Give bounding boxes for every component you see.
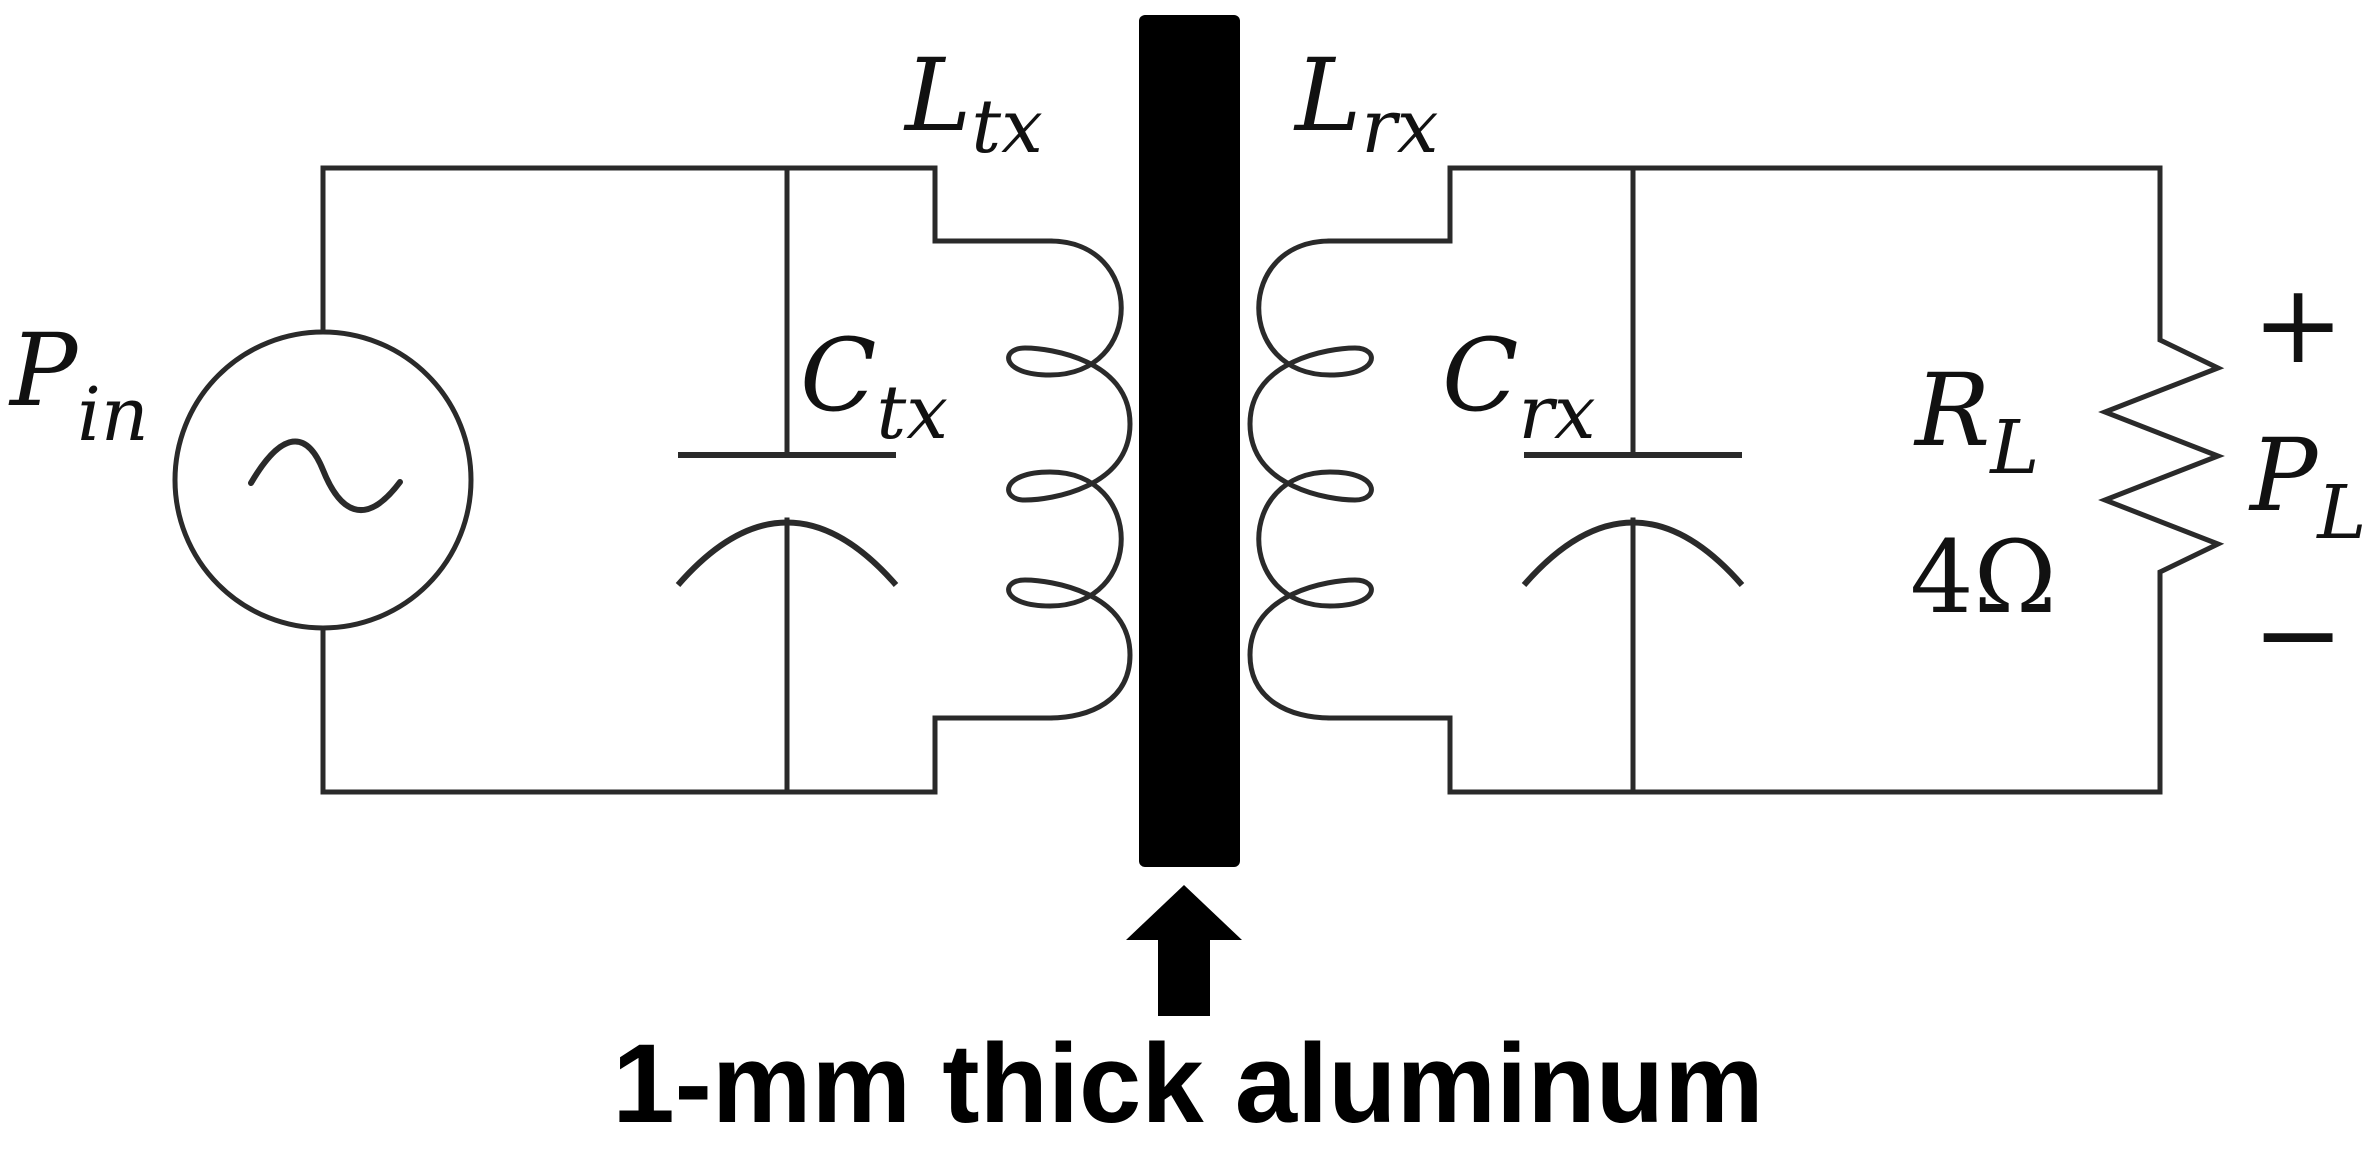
cap-rx-label: Crx xyxy=(1442,317,1596,456)
load-value: 4Ω xyxy=(1910,519,2057,636)
tx-bottom-wire xyxy=(320,627,1053,795)
ac-source-icon xyxy=(172,329,474,631)
inductor-icon xyxy=(1006,238,1133,721)
output-minus: − xyxy=(2252,570,2344,698)
capacitor-icon xyxy=(675,452,899,587)
resistor-icon xyxy=(2098,277,2225,613)
capacitor-icon xyxy=(1521,452,1745,587)
cap-tx-label: Ctx xyxy=(800,317,948,456)
inductor-icon xyxy=(1247,238,1374,721)
ind-rx-label: Lrx xyxy=(1293,37,1439,170)
rx-top-wire xyxy=(1327,165,2163,283)
tx-top-wire xyxy=(320,165,1053,333)
rx-circuit xyxy=(1327,165,2163,795)
aluminum-plate xyxy=(1139,15,1240,867)
output-plus: + xyxy=(2252,260,2344,388)
rx-bottom-wire xyxy=(1327,607,2163,795)
output-label: PL xyxy=(2248,417,2366,556)
ind-tx-label: Ltx xyxy=(903,37,1043,170)
sine-wave-icon xyxy=(248,438,403,514)
source-label: Pin xyxy=(8,312,149,458)
barrier-caption: 1-mm thick aluminum xyxy=(612,1021,1763,1146)
tx-circuit xyxy=(320,165,1053,795)
arrow-up-icon xyxy=(1126,885,1242,1016)
load-label: RL xyxy=(1913,352,2039,491)
